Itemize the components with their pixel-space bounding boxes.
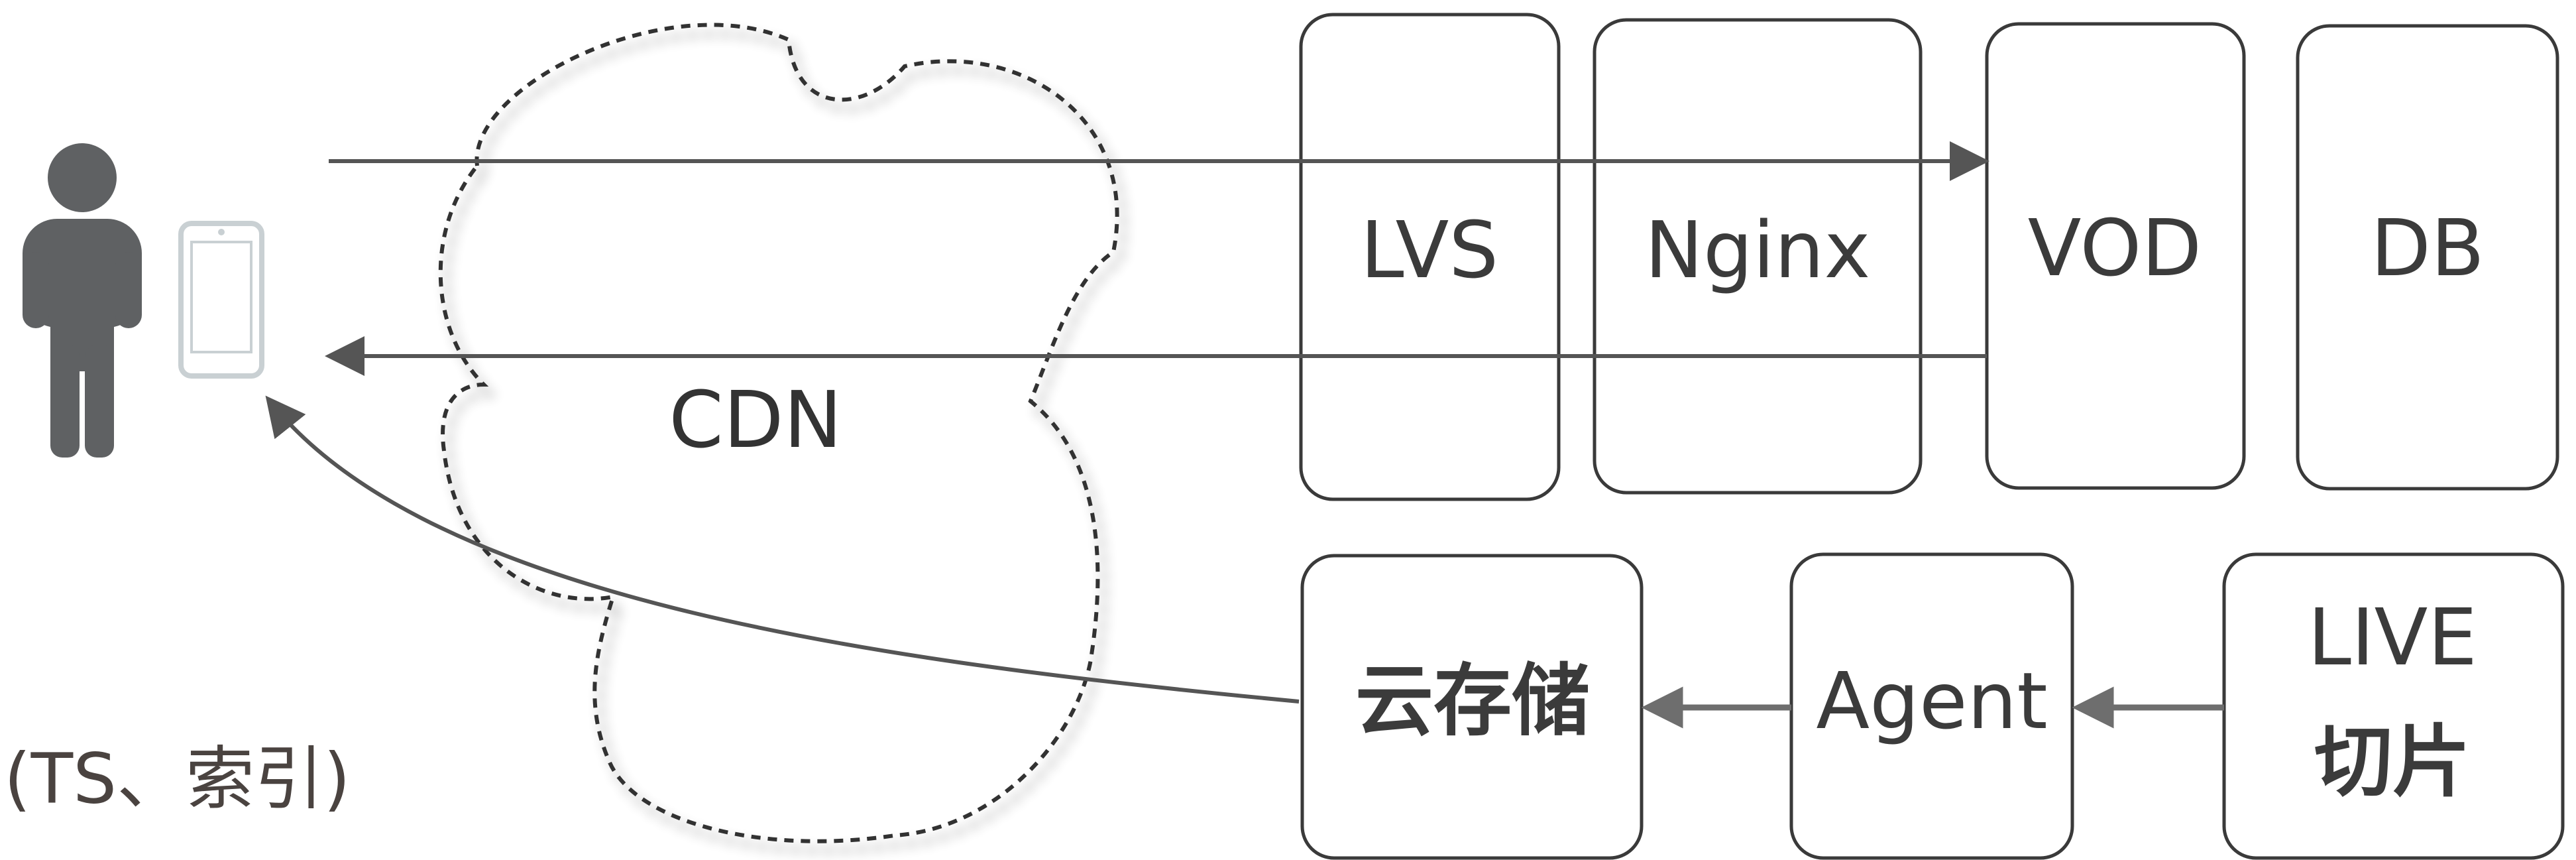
box-db: DB	[2296, 24, 2559, 491]
box-agent-label: Agent	[1816, 655, 2047, 747]
storage-to-client-arrow	[265, 395, 1300, 704]
box-cloud-storage-label: 云存储	[1355, 655, 1590, 747]
user-icon	[23, 143, 142, 458]
box-live-label-line2: 切片	[2314, 716, 2471, 808]
box-db-label: DB	[2371, 202, 2485, 294]
box-nginx: Nginx	[1593, 18, 1923, 495]
cdn-cloud: CDN	[438, 23, 1119, 843]
box-agent: Agent	[1789, 552, 2074, 860]
storage-caption: (TS、索引)	[4, 738, 351, 819]
box-nginx-label: Nginx	[1645, 204, 1871, 296]
box-cloud-storage: 云存储	[1300, 554, 1644, 860]
smartphone-icon	[178, 221, 264, 379]
cdn-label: CDN	[669, 374, 842, 465]
box-lvs-label: LVS	[1361, 204, 1498, 296]
box-vod: VOD	[1985, 22, 2246, 490]
box-lvs: LVS	[1299, 13, 1561, 501]
box-vod-label: VOD	[2028, 202, 2202, 294]
box-live-slice: LIVE 切片	[2222, 552, 2565, 860]
box-live-label-line1: LIVE	[2308, 591, 2477, 683]
